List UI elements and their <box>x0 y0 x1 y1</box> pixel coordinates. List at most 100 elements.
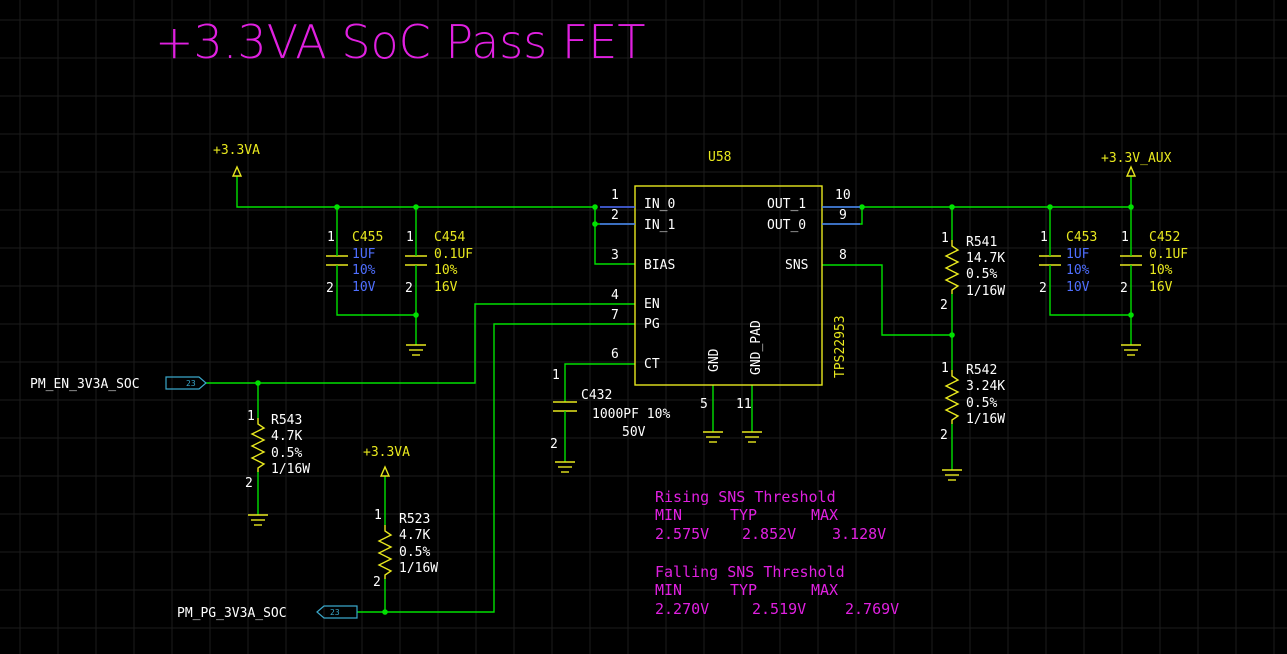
pin-number: 2 <box>245 476 253 491</box>
ground-icon <box>555 461 575 473</box>
component-refdes: R542 <box>966 363 997 378</box>
pin-number: 3 <box>611 248 619 263</box>
pin-name: OUT_0 <box>767 218 806 233</box>
ground-icon <box>703 431 723 443</box>
junction-dot <box>592 204 598 210</box>
note-val-typ: 2.519V <box>752 600 806 618</box>
capacitor-c453[interactable]: 1 2 C453 1UF 10% 10V <box>1039 230 1097 296</box>
component-voltage: 16V <box>1149 280 1173 295</box>
component-tolerance: 10% <box>1066 263 1090 278</box>
note-heading: Falling SNS Threshold <box>655 563 845 581</box>
ground-icon <box>942 469 962 481</box>
component-voltage: 10V <box>352 280 376 295</box>
junction-dot <box>1047 204 1053 210</box>
pin-number: 2 <box>940 428 948 443</box>
pin-name: CT <box>644 357 660 372</box>
falling-threshold-note: Falling SNS Threshold MIN TYP MAX 2.270V… <box>655 563 899 618</box>
power-arrow-icon <box>231 165 243 177</box>
pin-number: 1 <box>327 230 335 245</box>
port-pm-en[interactable]: PM_EN_3V3A_SOC 23 <box>30 376 207 392</box>
component-tolerance: 0.5% <box>966 267 997 282</box>
junction-dot <box>255 380 261 386</box>
resistor-zigzag <box>250 418 266 472</box>
component-value: 0.1UF <box>434 247 473 262</box>
junction-dot <box>413 312 419 318</box>
note-col-typ: TYP <box>730 581 757 599</box>
note-col-typ: TYP <box>730 506 757 524</box>
pin-number: 2 <box>326 281 334 296</box>
power-net-label: +3.3V_AUX <box>1101 151 1172 166</box>
wire-en <box>206 303 635 384</box>
junction-dot <box>949 332 955 338</box>
pin-number: 1 <box>941 231 949 246</box>
port-page-ref: 23 <box>330 608 340 617</box>
pin-name: BIAS <box>644 258 675 273</box>
capacitor-c432[interactable]: 1 2 C432 1000PF 10% 50V <box>550 368 670 452</box>
pin-name: SNS <box>785 258 808 273</box>
ground-icon <box>248 514 268 526</box>
component-refdes: R523 <box>399 512 430 527</box>
note-val-max: 3.128V <box>832 525 886 543</box>
note-val-min: 2.575V <box>655 525 709 543</box>
resistor-zigzag <box>944 240 960 294</box>
capacitor-c452[interactable]: 1 2 C452 0.1UF 10% 16V <box>1120 230 1188 296</box>
power-arrow-out[interactable]: +3.3V_AUX <box>1101 151 1172 177</box>
pin-name: GND_PAD <box>749 320 764 375</box>
ground-icon <box>1121 344 1141 356</box>
pin-number: 2 <box>611 208 619 223</box>
component-tolerance: 0.5% <box>399 545 430 560</box>
component-tolerance: 0.5% <box>966 396 997 411</box>
ground-icon <box>406 344 426 356</box>
component-value: 1000PF 10% <box>592 407 670 422</box>
port-page-ref: 23 <box>186 379 196 388</box>
pin-number: 2 <box>550 437 558 452</box>
junction-dot <box>334 204 340 210</box>
component-tolerance: 0.5% <box>271 446 302 461</box>
resistor-zigzag <box>944 370 960 424</box>
ic-u58[interactable]: U58 TPS22953 1 IN_0 2 IN_1 3 BIAS 4 EN 7… <box>600 150 860 412</box>
component-refdes: C432 <box>581 388 612 403</box>
rising-threshold-note: Rising SNS Threshold MIN TYP MAX 2.575V … <box>655 488 886 543</box>
pin-name: EN <box>644 297 660 312</box>
resistor-r541[interactable]: 1 2 R541 14.7K 0.5% 1/16W <box>940 231 1005 313</box>
offpage-connector-icon <box>165 376 207 390</box>
pin-number: 8 <box>839 248 847 263</box>
component-refdes: C452 <box>1149 230 1180 245</box>
note-col-max: MAX <box>811 581 838 599</box>
sheet-title: +3.3VA SoC Pass FET <box>155 15 645 69</box>
component-value: 3.24K <box>966 379 1005 394</box>
note-col-min: MIN <box>655 581 682 599</box>
offpage-connector-icon <box>316 605 358 619</box>
component-refdes: R543 <box>271 413 302 428</box>
pin-number: 1 <box>406 230 414 245</box>
power-arrow-pullup[interactable]: +3.3VA <box>363 445 410 477</box>
pin-number: 2 <box>940 298 948 313</box>
pin-name: IN_1 <box>644 218 675 233</box>
resistor-r543[interactable]: 1 2 R543 4.7K 0.5% 1/16W <box>245 409 310 491</box>
pin-number: 10 <box>835 188 851 203</box>
component-voltage: 10V <box>1066 280 1090 295</box>
component-value: 4.7K <box>271 429 302 444</box>
component-power: 1/16W <box>271 462 310 477</box>
power-arrow-icon <box>379 465 391 477</box>
component-value: 0.1UF <box>1149 247 1188 262</box>
power-net-label: +3.3VA <box>363 445 410 460</box>
pin-number: 4 <box>611 288 619 303</box>
power-arrow-in[interactable]: +3.3VA <box>213 143 260 177</box>
component-tolerance: 10% <box>1149 263 1173 278</box>
pin-number: 1 <box>552 368 560 383</box>
port-pm-pg[interactable]: PM_PG_3V3A_SOC 23 <box>177 605 358 621</box>
component-tolerance: 10% <box>352 263 376 278</box>
component-refdes: C454 <box>434 230 465 245</box>
junction-dot <box>413 204 419 210</box>
resistor-r523[interactable]: 1 2 R523 4.7K 0.5% 1/16W <box>373 508 438 590</box>
component-value: 1UF <box>1066 247 1090 262</box>
capacitor-c455[interactable]: 1 2 C455 1UF 10% 10V <box>326 230 383 296</box>
note-val-max: 2.769V <box>845 600 899 618</box>
resistor-r542[interactable]: 1 2 R542 3.24K 0.5% 1/16W <box>940 361 1005 443</box>
capacitor-c454[interactable]: 1 2 C454 0.1UF 10% 16V <box>405 230 473 296</box>
pin-number: 5 <box>700 397 708 412</box>
note-heading: Rising SNS Threshold <box>655 488 836 506</box>
component-power: 1/16W <box>399 561 438 576</box>
component-voltage: 50V <box>622 425 646 440</box>
